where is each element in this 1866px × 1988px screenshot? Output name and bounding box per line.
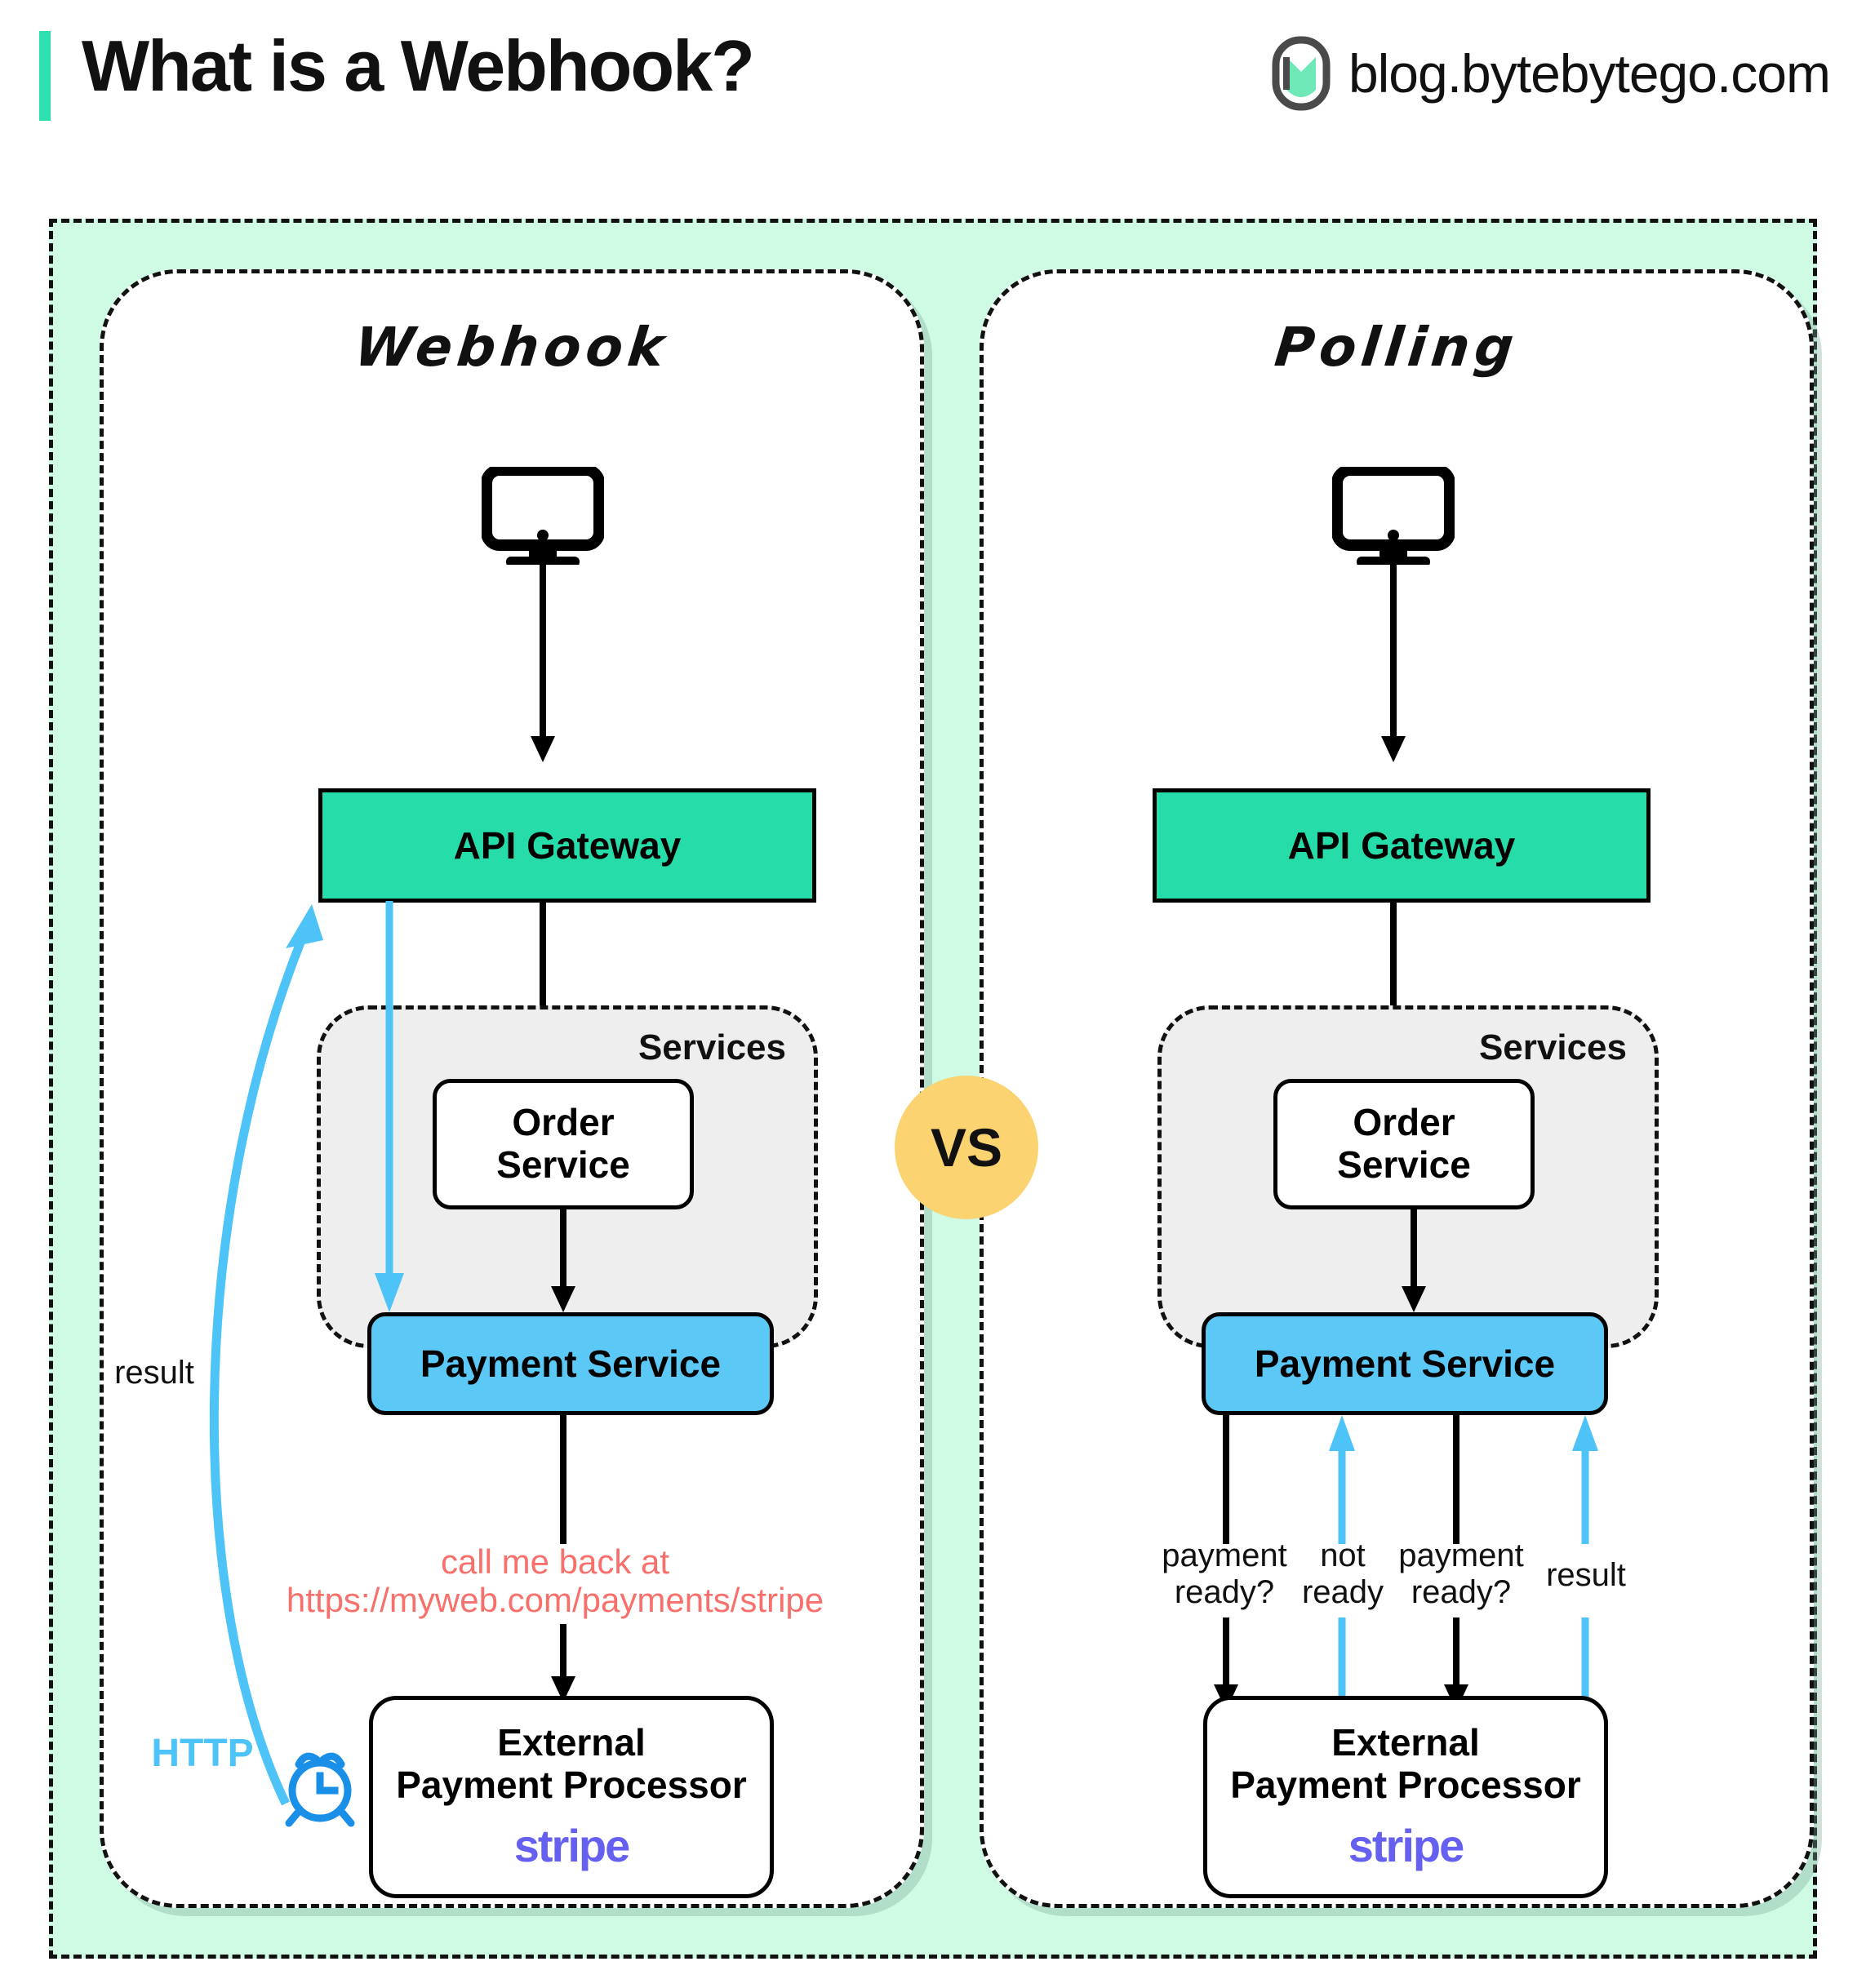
arrow-poll-request-2 [1453,1415,1459,1544]
http-label: HTTP [151,1732,254,1775]
desktop-monitor-icon [481,464,605,567]
bytebytego-logo-icon [1272,36,1331,111]
arrow-webhook-callback-delivery [375,901,404,1312]
api-gateway-label: API Gateway [453,824,682,867]
poll-label-3: payment ready? [1363,1538,1559,1611]
payment-service-polling[interactable]: Payment Service [1202,1312,1608,1415]
external-line2: Payment Processor [396,1763,747,1806]
external-line2: Payment Processor [1230,1763,1581,1806]
vs-label: VS [930,1117,1003,1178]
api-gateway-polling[interactable]: API Gateway [1153,788,1651,903]
external-line1: External [1331,1721,1480,1764]
poll-label-4: result [1546,1557,1626,1593]
brand-url: blog.bytebytego.com [1348,43,1831,104]
arrow-poll-response-not-ready-upper [1329,1415,1355,1544]
services-label: Services [1478,1027,1627,1067]
stripe-logo: stripe [1348,1820,1464,1872]
callback-note: call me back at https://myweb.com/paymen… [269,1542,841,1619]
poll-label-2-line2: ready [1301,1573,1384,1610]
poll-label-1-line2: ready? [1174,1573,1275,1610]
arrow-client-to-gateway [531,563,555,762]
arrow-order-to-payment [1402,1209,1426,1312]
poll-label-3-line2: ready? [1411,1573,1512,1610]
order-service-line2: Service [496,1143,630,1186]
desktop-monitor-icon [1331,464,1455,567]
panel-polling-title: Polling [1272,316,1522,379]
poll-label-1-line1: payment [1162,1538,1287,1573]
order-service-line1: Order [512,1101,615,1144]
order-service-polling[interactable]: Order Service [1273,1079,1535,1209]
alarm-clock-icon [281,1743,359,1828]
poll-label-3-line1: payment [1398,1538,1524,1573]
arrow-poll-request-1 [1223,1415,1229,1544]
external-line1: External [497,1721,646,1764]
stripe-logo: stripe [513,1820,630,1872]
result-label-webhook: result [114,1355,194,1391]
payment-service-webhook[interactable]: Payment Service [367,1312,774,1415]
order-service-line2: Service [1337,1143,1471,1186]
arrow-poll-response-result-upper [1572,1415,1598,1544]
vs-badge: VS [895,1076,1038,1219]
panel-webhook-title: Webhook [351,316,673,379]
order-service-webhook[interactable]: Order Service [433,1079,694,1209]
poll-label-2: not ready [1273,1538,1412,1611]
api-gateway-webhook[interactable]: API Gateway [318,788,816,903]
external-processor-polling[interactable]: External Payment Processor stripe [1203,1696,1608,1898]
page-title: What is a Webhook? [82,25,755,106]
poll-label-2-line1: not [1320,1538,1366,1573]
services-label: Services [638,1027,786,1067]
arrow-webhook-result-callback [209,904,323,1806]
poll-label-1: payment ready? [1126,1538,1322,1611]
external-processor-webhook[interactable]: External Payment Processor stripe [369,1696,774,1898]
arrow-payment-to-external-upper [560,1415,566,1544]
api-gateway-label: API Gateway [1287,824,1516,867]
title-accent-bar [39,31,51,121]
brand-block: blog.bytebytego.com [1272,36,1831,111]
payment-service-label: Payment Service [420,1342,722,1385]
arrow-order-to-payment [551,1209,575,1312]
callback-note-line1: call me back at [440,1542,670,1581]
order-service-line1: Order [1353,1101,1455,1144]
arrow-payment-to-external-lower [551,1624,575,1702]
payment-service-label: Payment Service [1254,1342,1556,1385]
arrow-client-to-gateway [1381,563,1406,762]
page-header: What is a Webhook? blog.bytebytego.com [0,0,1866,204]
callback-note-line2: https://myweb.com/payments/stripe [286,1581,824,1620]
